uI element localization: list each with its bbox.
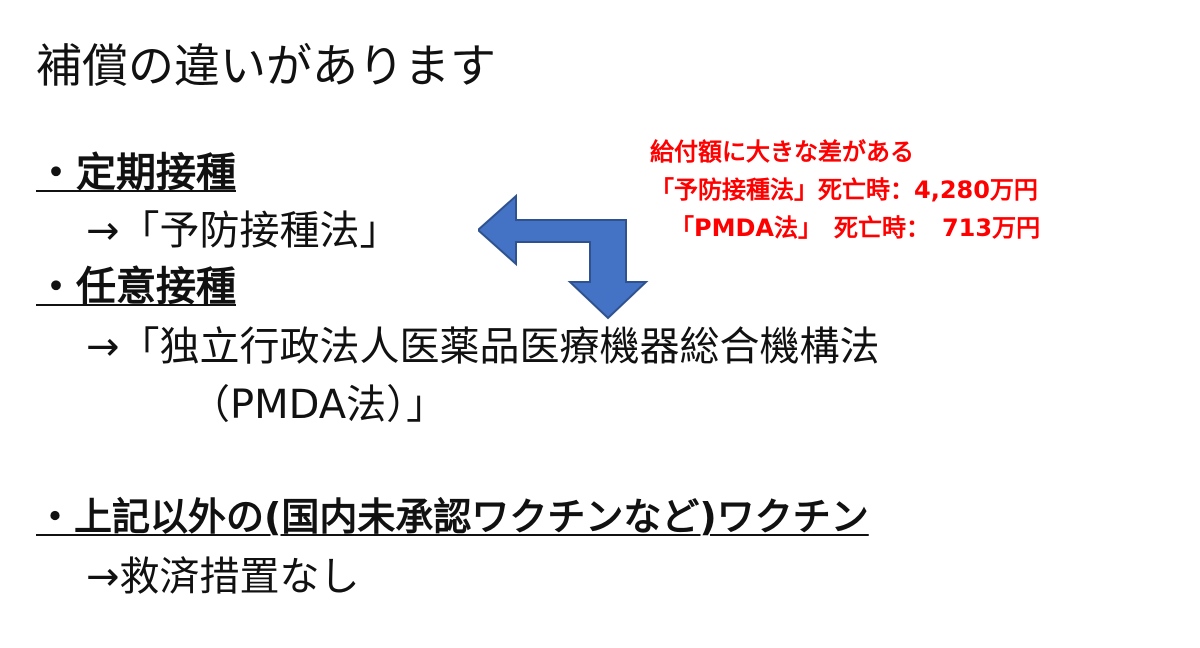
callout-heading: 給付額に大きな差がある bbox=[650, 138, 914, 166]
bent-double-arrow-icon bbox=[478, 193, 649, 320]
slide-title: 補償の違いがあります bbox=[36, 39, 496, 93]
voluntary-law-text-line1: →「独立行政法人医薬品医療機器総合機構法 bbox=[86, 324, 880, 370]
bullet-other-vaccines: ・上記以外の(国内未承認ワクチンなど)ワクチン bbox=[36, 495, 869, 539]
callout-line-pmda: 「PMDA法」 死亡時： 713万円 bbox=[670, 214, 1041, 242]
routine-law-text: →「予防接種法」 bbox=[86, 208, 400, 254]
bullet-routine-vaccination: ・定期接種 bbox=[36, 150, 236, 196]
bullet-voluntary-vaccination: ・任意接種 bbox=[36, 264, 236, 310]
voluntary-law-text-line2: （PMDA法）」 bbox=[190, 382, 447, 428]
callout-line-routine: 「予防接種法」死亡時：4,280万円 bbox=[650, 176, 1038, 204]
other-relief-text: →救済措置なし bbox=[86, 554, 360, 600]
bent-double-arrow-shape bbox=[478, 193, 649, 320]
